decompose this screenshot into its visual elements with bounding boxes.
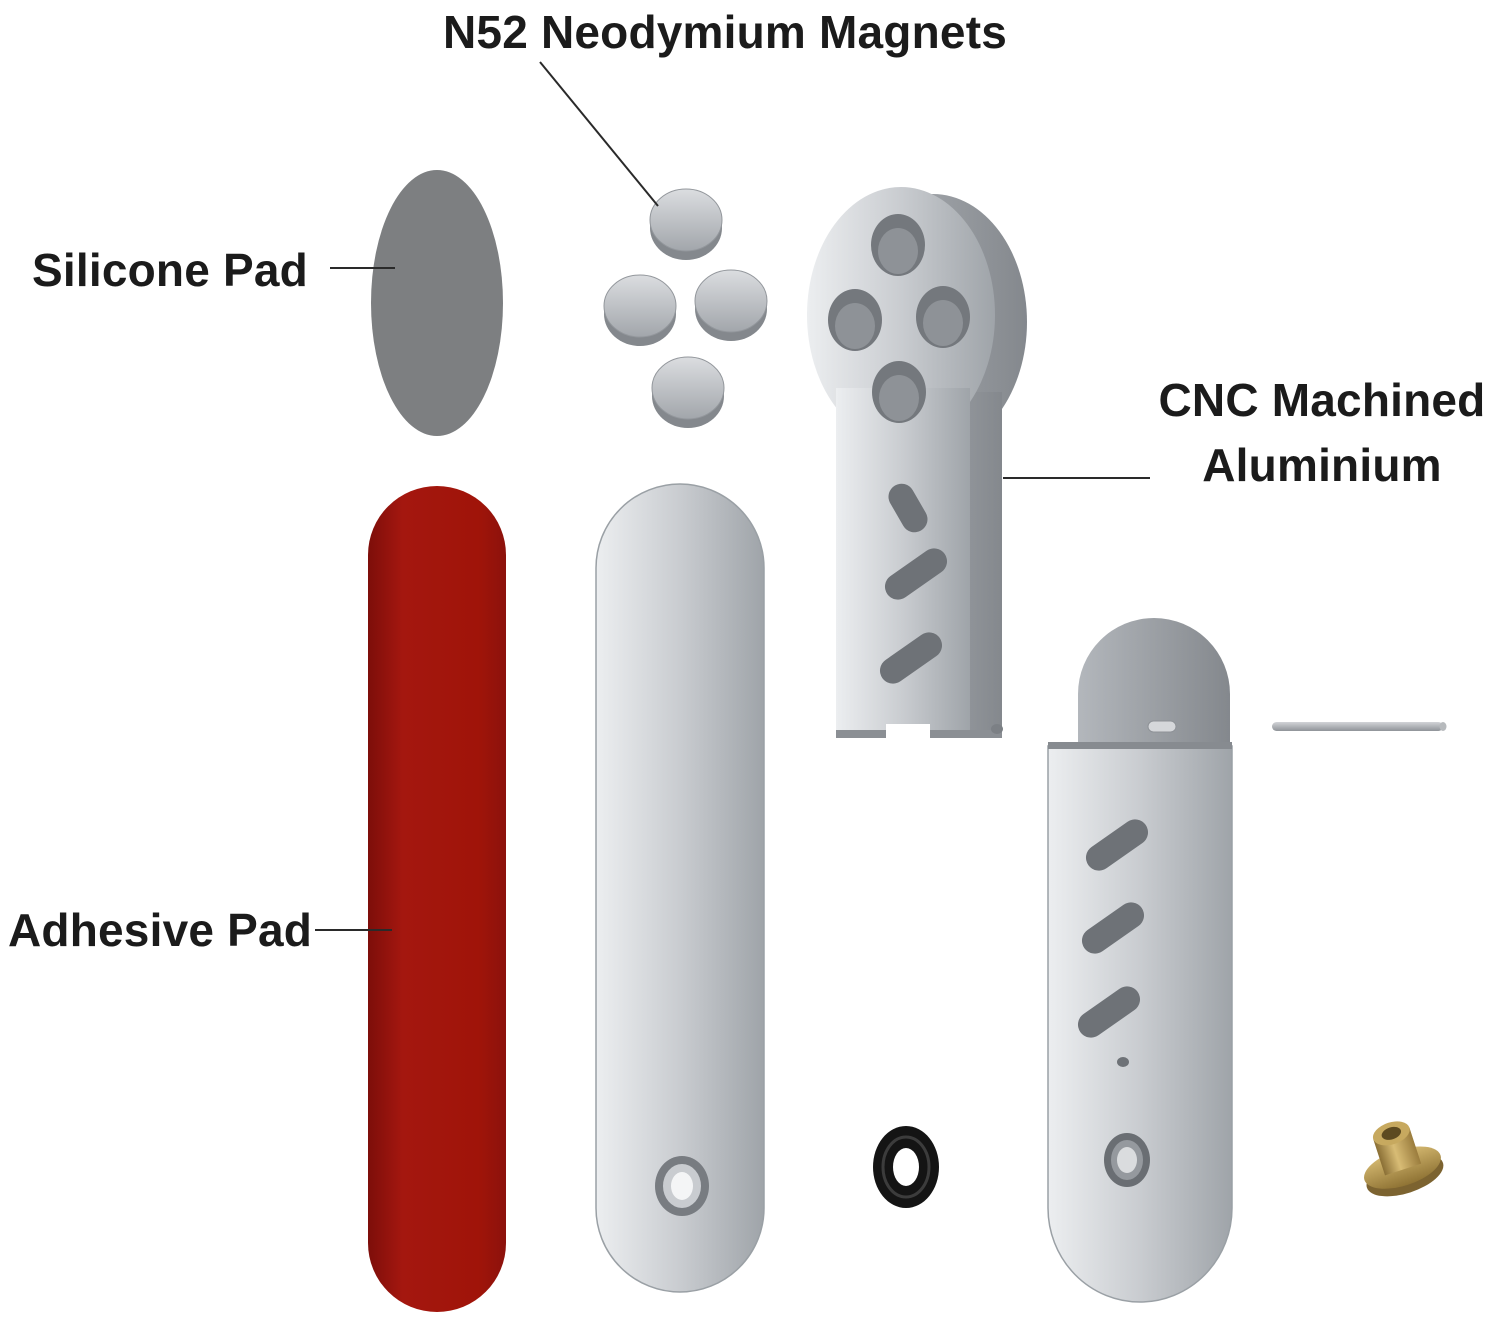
hinged-plate-hole	[1104, 1133, 1150, 1187]
leader-lines	[315, 61, 1150, 931]
silicone-pad-shape	[371, 170, 503, 436]
hinged-plate	[1047, 618, 1233, 1303]
cnc-body-slots	[879, 483, 948, 684]
magnets-label: N52 Neodymium Magnets	[443, 6, 1007, 58]
hinged-plate-slots	[1077, 819, 1149, 1038]
brass-grommet	[1364, 1121, 1444, 1197]
small-pilot-hole	[1117, 1057, 1129, 1067]
adhesive-pad-capsule	[368, 486, 506, 1312]
silicone-pad-label: Silicone Pad	[32, 244, 308, 296]
cnc-bracket-face	[807, 187, 995, 738]
cnc-bottom-notch	[886, 724, 930, 740]
magnet-disc	[694, 269, 768, 341]
cnc-head-holes	[828, 214, 970, 423]
adhesive-pad-label: Adhesive Pad	[8, 904, 313, 956]
aluminium-back-plate	[595, 483, 765, 1293]
cnc-aluminium-label: CNC Machined Aluminium	[1158, 374, 1486, 492]
magnet-disc	[651, 356, 725, 428]
adhesive-pad-shape	[368, 486, 506, 1312]
leader-line-magnets	[539, 61, 659, 207]
magnet-disc	[649, 188, 723, 260]
rubber-oring	[873, 1126, 939, 1208]
pivot-pin	[1272, 722, 1447, 731]
hinged-plate-front	[1047, 745, 1233, 1303]
hinge-seam	[1048, 742, 1232, 749]
cnc-bracket	[807, 187, 1027, 740]
hinge-knuckle	[1147, 720, 1177, 733]
silicone-pad-ellipse	[371, 170, 503, 436]
magnet-disc	[603, 274, 677, 346]
magnet-cluster	[603, 188, 768, 428]
